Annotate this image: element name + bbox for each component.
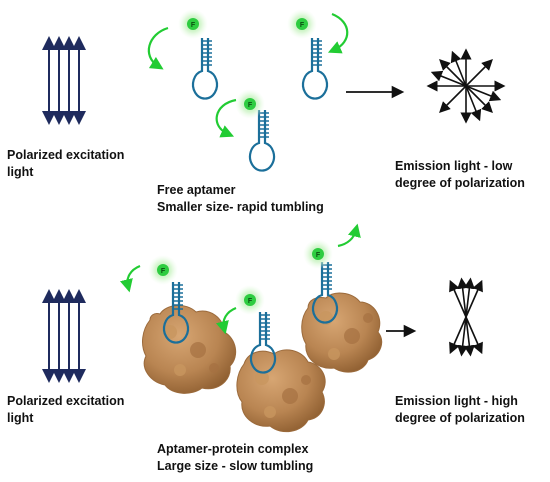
svg-text:F: F (316, 252, 321, 259)
rotation-arrow-icon (215, 98, 237, 138)
aptamer-icon (301, 38, 329, 100)
complex-caption: Aptamer-protein complex Large size - slo… (157, 441, 313, 475)
label-line: Smaller size- rapid tumbling (157, 200, 324, 214)
svg-text:F: F (161, 268, 166, 275)
aptamer-icon (162, 282, 190, 344)
label-line: Free aptamer (157, 183, 236, 197)
emission-label-bottom: Emission light - high degree of polariza… (395, 393, 525, 427)
rotation-arrow-icon (119, 264, 141, 293)
svg-text:F: F (191, 22, 196, 29)
protein-icon (301, 292, 383, 373)
emission-low-polarization-icon (426, 48, 506, 124)
fluorophore-icon: F (178, 9, 208, 39)
svg-text:F: F (300, 22, 305, 29)
label-line: Emission light - high (395, 394, 518, 408)
label-line: Large size - slow tumbling (157, 459, 314, 473)
label-line: Emission light - low (395, 159, 513, 173)
fluorophore-icon: F (235, 89, 265, 119)
polarized-light-icon-top (42, 36, 86, 125)
label-line: degree of polarization (395, 176, 525, 190)
fluorophore-icon: F (287, 9, 317, 39)
fluorophore-icon: F (235, 285, 265, 315)
excitation-label-top: Polarized excitation light (7, 147, 124, 181)
free-aptamer-caption: Free aptamer Smaller size- rapid tumblin… (157, 182, 324, 216)
label-line: Aptamer-protein complex (157, 442, 309, 456)
emission-label-top: Emission light - low degree of polarizat… (395, 158, 525, 192)
label-line: light (7, 165, 34, 179)
rotation-arrow-icon (337, 223, 361, 248)
fluorophore-icon: F (303, 239, 333, 269)
aptamer-icon (191, 38, 219, 100)
label-line: Polarized excitation (7, 148, 125, 162)
rotation-arrow-icon (215, 306, 237, 335)
aptamer-icon (248, 110, 276, 172)
label-line: degree of polarization (395, 411, 525, 425)
label-line: Polarized excitation (7, 394, 125, 408)
polarized-light-icon-bottom (42, 289, 86, 383)
fluorophore-icon: F (148, 255, 178, 285)
rotation-arrow-icon (327, 12, 349, 54)
aptamer-icon (249, 312, 277, 374)
emission-high-polarization-icon (449, 277, 483, 357)
label-line: light (7, 411, 34, 425)
excitation-label-bottom: Polarized excitation light (7, 393, 124, 427)
rotation-arrow-icon (147, 26, 169, 70)
svg-text:F: F (248, 102, 253, 109)
protein-icon (236, 349, 326, 433)
svg-text:F: F (248, 298, 253, 305)
protein-icon (142, 305, 237, 394)
